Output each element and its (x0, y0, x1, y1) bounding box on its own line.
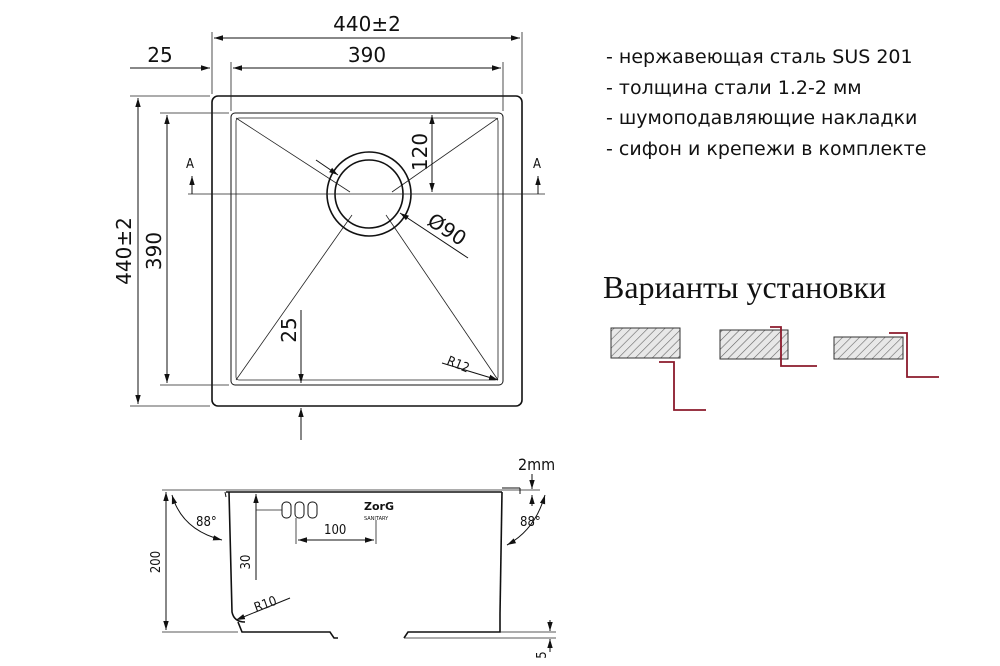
section-bottom-right (403, 614, 501, 639)
right-wall (499, 491, 503, 615)
feature-item: - сифон и крепежи в комплекте (606, 138, 926, 160)
left-wall (228, 491, 246, 623)
overflow-holes (281, 501, 318, 519)
section-label-right: A (533, 157, 541, 172)
features-list: - нержавеющая сталь SUS 201 - толщина ст… (606, 46, 926, 160)
drain-offset-label: 120 (408, 133, 432, 171)
height-label: 200 (149, 551, 164, 573)
sink-profile (889, 332, 939, 378)
brand-logo: ZorG (364, 500, 394, 513)
sink-outer-outline (211, 95, 523, 407)
top-view: A A 440±2 390 25 440±2 390 120 Ø90 (112, 12, 545, 440)
overall-width-label: 440±2 (333, 12, 401, 36)
sink-inner-bowl (230, 112, 504, 386)
inner-width-label: 390 (348, 43, 386, 67)
foot-label: 5 (535, 651, 550, 658)
section-view: ZorG SANITARY 2mm 88° 88° 200 30 100 R10 (149, 455, 556, 659)
overflow-width-label: 100 (324, 523, 346, 538)
feature-item: - шумоподавляющие накладки (606, 107, 917, 129)
feature-item: - нержавеющая сталь SUS 201 (606, 46, 913, 68)
thickness-label: 2mm (518, 455, 555, 474)
install-flush-icon (719, 326, 817, 367)
install-heading: Варианты установки (603, 269, 886, 305)
angle-left-label: 88° (196, 515, 217, 530)
angle-right-label: 88° (520, 515, 541, 530)
inner-height-label: 390 (142, 232, 166, 270)
flange-label: 25 (147, 43, 172, 67)
radius-label: R10 (252, 594, 279, 616)
overall-height-label: 440±2 (112, 217, 136, 285)
install-variants: Варианты установки (603, 269, 939, 411)
section-bottom-left (237, 621, 338, 639)
overflow-depth-label: 30 (239, 555, 254, 570)
sink-inner-bowl-edge (235, 117, 499, 381)
sink-profile (770, 326, 817, 367)
bottom-flange-label: 25 (277, 317, 301, 342)
install-undermount-icon (610, 327, 706, 411)
sink-profile (659, 361, 706, 411)
section-label-left: A (186, 157, 194, 172)
feature-item: - толщина стали 1.2-2 мм (606, 77, 862, 99)
install-topmount-icon (833, 332, 939, 378)
corner-radius-label: R12 (445, 354, 472, 377)
brand-logo-sub: SANITARY (364, 516, 389, 522)
